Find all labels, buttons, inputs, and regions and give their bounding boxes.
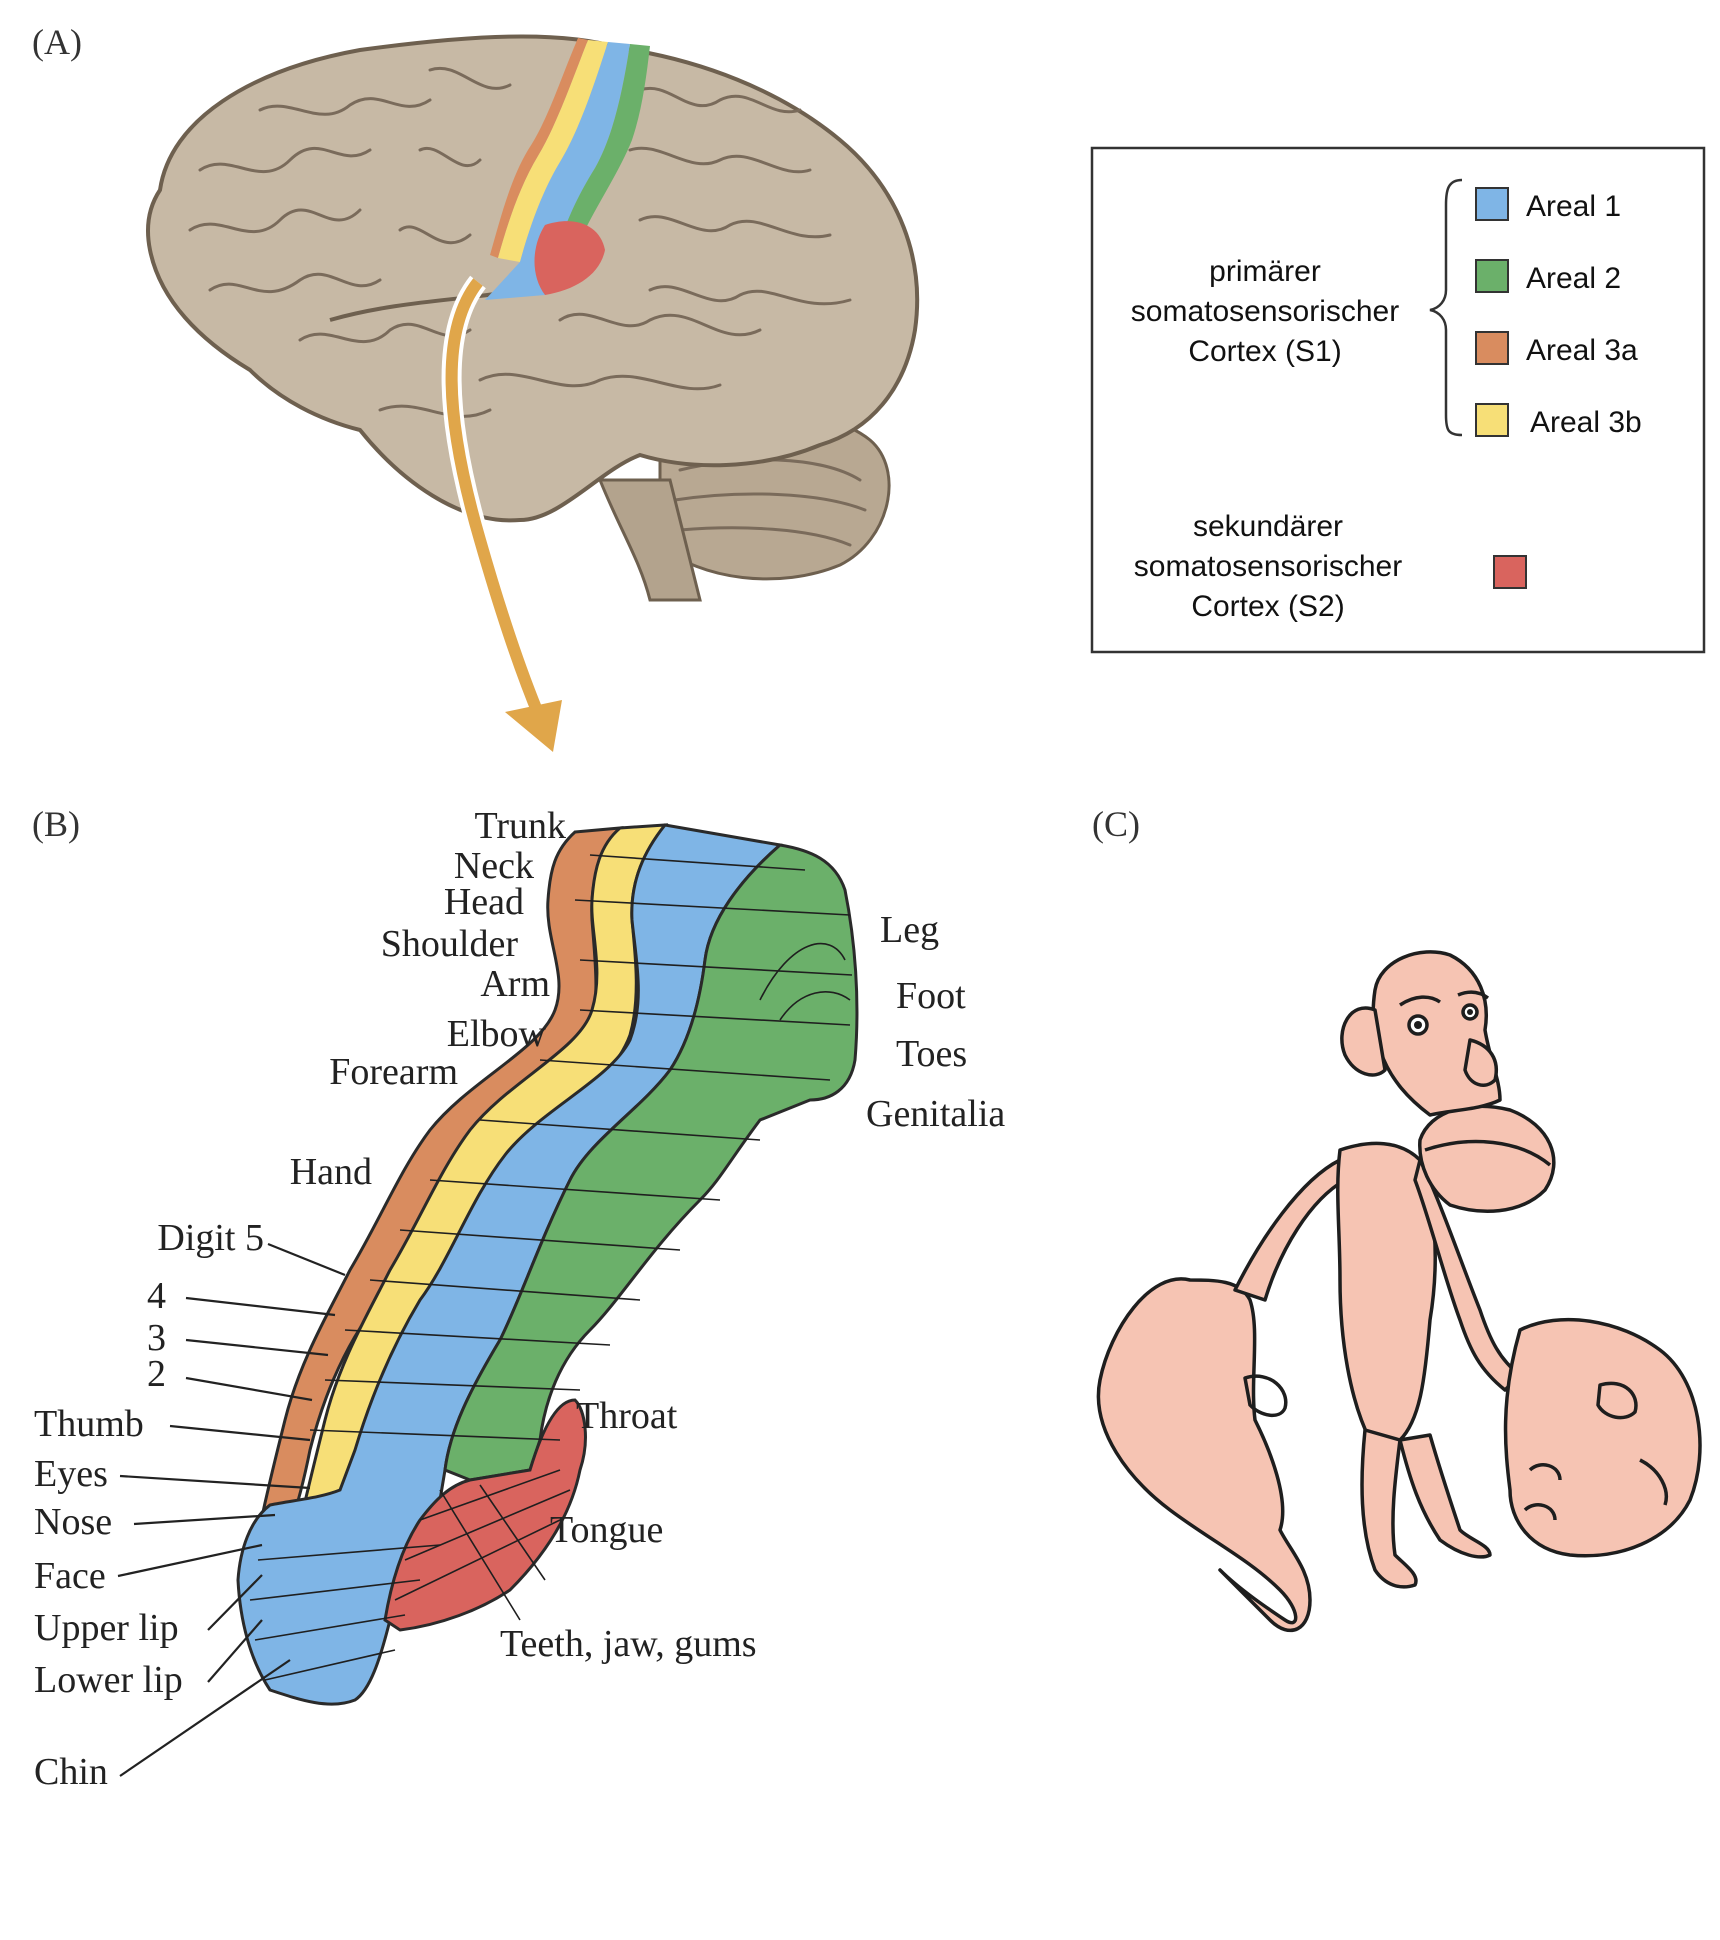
legend-secondary-line-2: somatosensorischer xyxy=(1134,550,1402,583)
leader-thumb xyxy=(169,1424,311,1442)
leader-nose xyxy=(133,1513,276,1526)
strip-areal2 xyxy=(443,843,859,1482)
sensory-homunculus xyxy=(1096,950,1702,1633)
legend-box: primärer somatosensorischer Cortex (S1) … xyxy=(1090,146,1706,654)
label-arm: Arm xyxy=(480,963,550,1005)
legend-primary-line-3: Cortex (S1) xyxy=(1188,335,1341,368)
legend-primary-line-2: somatosensorischer xyxy=(1131,295,1399,328)
label-head: Head xyxy=(444,881,524,923)
legend-primary-line-1: primärer xyxy=(1209,255,1321,288)
label-digit2: 2 xyxy=(147,1353,166,1395)
label-forearm: Forearm xyxy=(329,1051,458,1093)
panel-b-letter: (B) xyxy=(32,804,80,844)
cortex-strip-diagram xyxy=(236,823,859,1706)
label-elbow: Elbow xyxy=(447,1013,547,1055)
legend-swatch-areal2 xyxy=(1475,259,1509,293)
homunculus-right-thumbnail xyxy=(1596,1381,1638,1420)
legend-brace xyxy=(1429,178,1463,437)
label-digit3: 3 xyxy=(147,1317,166,1359)
homunculus-right-leg xyxy=(1398,1433,1492,1559)
leader-digit5 xyxy=(267,1242,346,1277)
label-genitalia: Genitalia xyxy=(866,1093,1005,1135)
legend-label-areal3a: Areal 3a xyxy=(1526,334,1638,367)
brain-areal2-strip xyxy=(560,44,650,240)
legend-secondary-line-3: Cortex (S2) xyxy=(1191,590,1344,623)
brainstem xyxy=(597,478,702,602)
legend-swatch-areal3a xyxy=(1475,331,1509,365)
panel-c-letter: (C) xyxy=(1092,804,1140,844)
leader-face xyxy=(117,1543,263,1578)
pointer-arrow-shaft xyxy=(445,278,546,721)
homunculus-ear xyxy=(1340,1006,1387,1077)
homunculus-right-arm xyxy=(1413,1158,1522,1392)
homunculus-right-hand xyxy=(1503,1317,1702,1558)
legend-swatch-areal3b xyxy=(1475,403,1509,437)
label-foot: Foot xyxy=(896,975,966,1017)
strip-labels: Trunk Neck Head Shoulder Arm Elbow Forea… xyxy=(34,805,1005,1793)
homunculus-left-thumbnail xyxy=(1243,1374,1288,1417)
label-hand: Hand xyxy=(290,1151,372,1193)
label-tongue: Tongue xyxy=(550,1509,663,1551)
brain-areal3a-strip xyxy=(490,38,588,258)
pointer-arrow-head xyxy=(505,700,562,752)
legend-label-areal3b: Areal 3b xyxy=(1530,406,1642,439)
legend-label-areal1: Areal 1 xyxy=(1526,190,1621,223)
homunculus-mouth-line xyxy=(1424,1139,1552,1167)
homunculus-left-leg xyxy=(1360,1428,1418,1589)
label-face: Face xyxy=(34,1555,106,1597)
leader-lines xyxy=(117,1242,346,1777)
brain-areal1-strip xyxy=(485,42,630,300)
leader-digit2 xyxy=(185,1376,313,1402)
label-lower-lip: Lower lip xyxy=(34,1659,183,1701)
homunculus-fist-knuckles xyxy=(1523,1458,1668,1521)
label-upper-lip: Upper lip xyxy=(34,1607,179,1649)
homunculus-lips xyxy=(1418,1104,1556,1213)
homunculus-pupil-right xyxy=(1467,1009,1473,1015)
label-thumb: Thumb xyxy=(34,1403,144,1445)
label-chin: Chin xyxy=(34,1751,108,1793)
label-digit5: Digit 5 xyxy=(157,1217,264,1259)
leader-chin xyxy=(119,1659,291,1777)
label-trunk: Trunk xyxy=(474,805,566,847)
label-shoulder: Shoulder xyxy=(381,923,519,965)
brain-s2-region xyxy=(534,221,605,295)
leader-lower-lip xyxy=(207,1619,263,1683)
brain-illustration xyxy=(146,34,920,752)
homunculus-nose xyxy=(1463,1038,1498,1087)
legend-label-areal2: Areal 2 xyxy=(1526,262,1621,295)
label-nose: Nose xyxy=(34,1501,112,1543)
legend-swatch-areal1 xyxy=(1475,187,1509,221)
homunculus-left-hand xyxy=(1096,1277,1312,1633)
label-toes: Toes xyxy=(896,1033,967,1075)
leader-digit4 xyxy=(185,1296,336,1317)
homunculus-pupil-left xyxy=(1414,1021,1422,1029)
brain-areal3b-strip xyxy=(498,40,608,262)
legend-swatch-s2 xyxy=(1493,555,1527,589)
strip-s2 xyxy=(383,1398,587,1632)
label-leg: Leg xyxy=(880,909,939,951)
label-eyes: Eyes xyxy=(34,1453,108,1495)
panel-a-letter: (A) xyxy=(32,22,82,62)
label-digit4: 4 xyxy=(147,1275,166,1317)
label-teeth-jaw-gums: Teeth, jaw, gums xyxy=(500,1623,757,1665)
legend-secondary-line-1: sekundärer xyxy=(1193,510,1343,543)
homunculus-head xyxy=(1371,950,1502,1117)
label-throat: Throat xyxy=(576,1395,678,1437)
leader-digit3 xyxy=(185,1338,329,1357)
homunculus-brow xyxy=(1399,990,1490,1007)
label-neck: Neck xyxy=(454,845,534,887)
leader-eyes xyxy=(119,1474,311,1490)
leader-upper-lip xyxy=(207,1574,263,1631)
homunculus-left-arm xyxy=(1233,1158,1347,1302)
